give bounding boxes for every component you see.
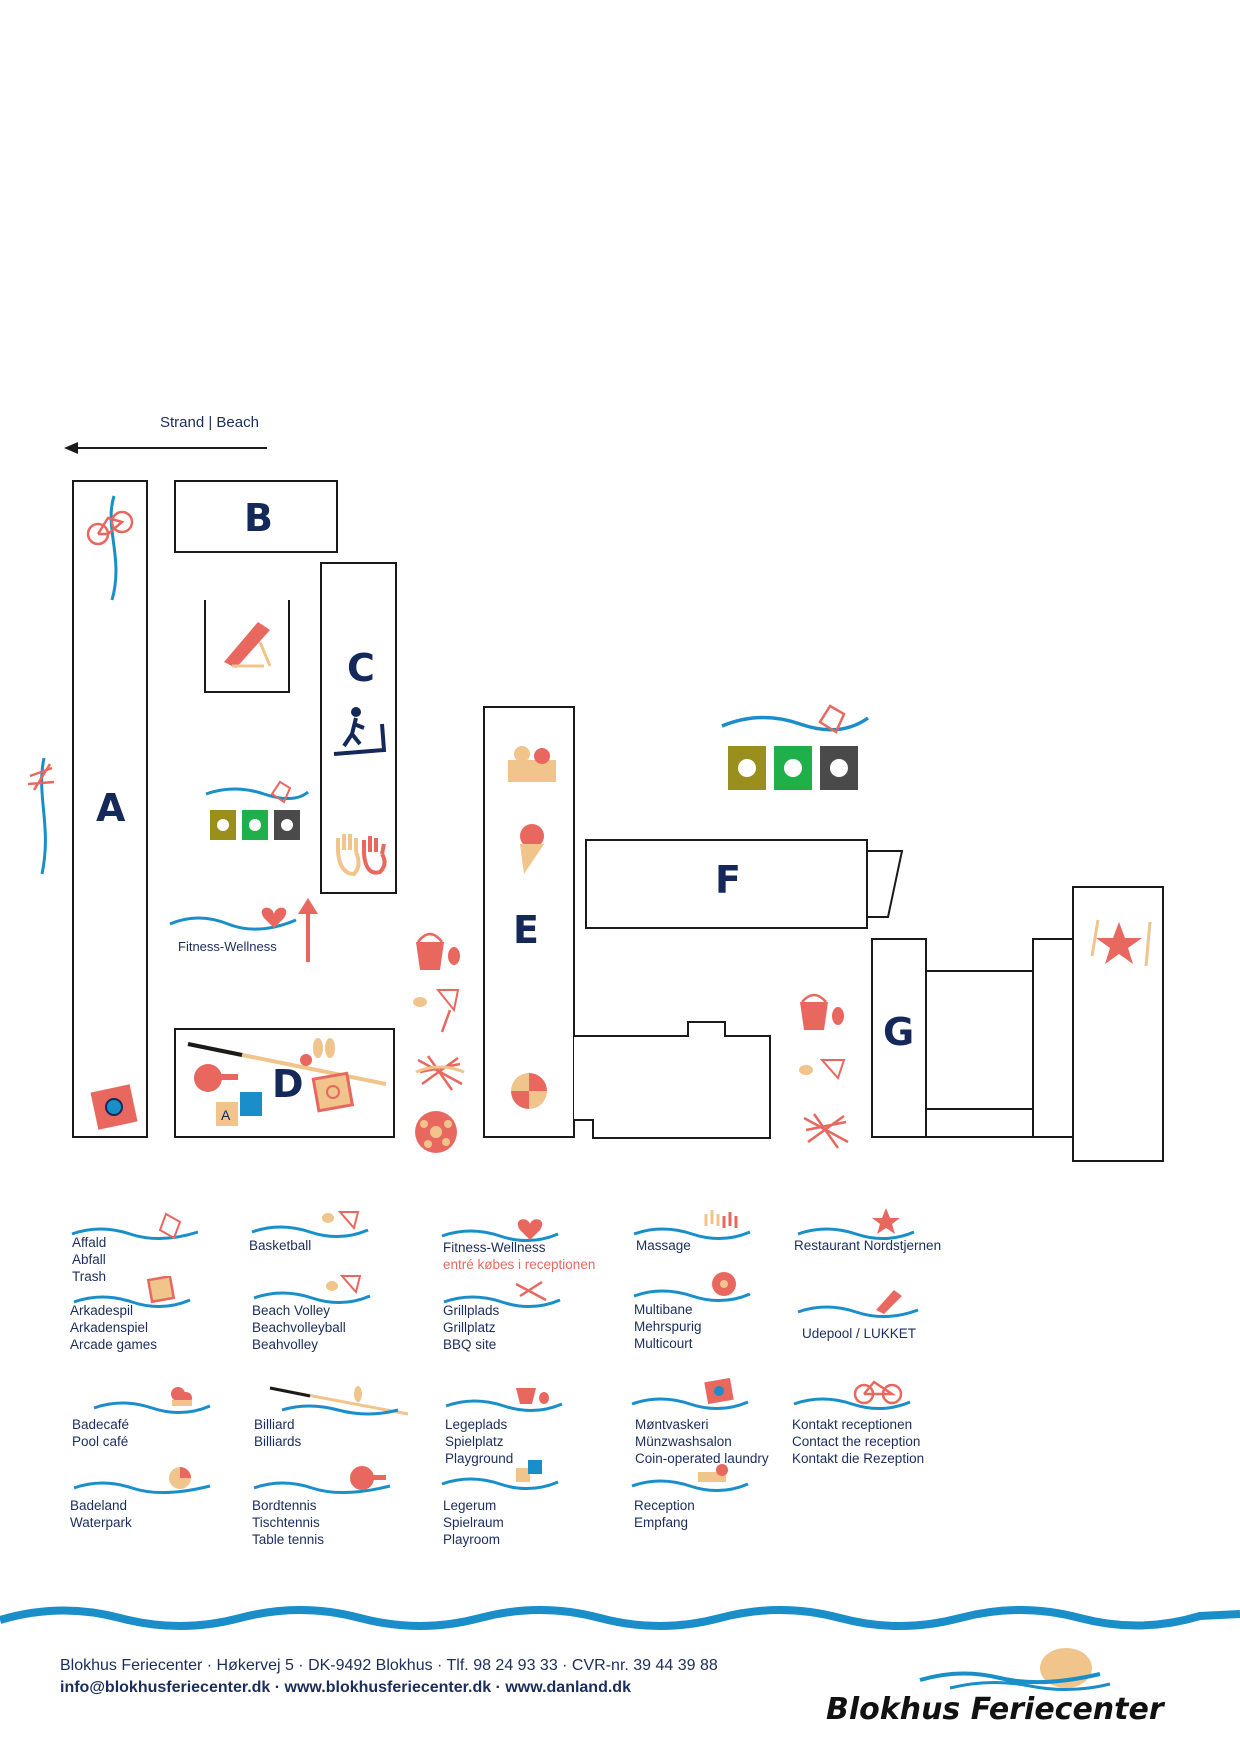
bbq-legend-icon [443, 1280, 561, 1308]
footer-wave [0, 1606, 1240, 1630]
ice-cream-icon [520, 824, 544, 874]
treadmill-icon [333, 707, 387, 756]
outdoor-pool-legend-icon [797, 1290, 919, 1319]
fitness-arrow-icon [298, 898, 318, 962]
pool-cafe-legend-icon [93, 1387, 211, 1414]
legend-fitness: Fitness-Wellness entré købes i reception… [443, 1240, 596, 1272]
beach-arrow-icon [64, 442, 267, 454]
building-d-label: D [272, 1062, 304, 1106]
bbq-icon [415, 1055, 465, 1091]
waterpark-building[interactable] [573, 1018, 773, 1140]
billiards-legend-icon [269, 1386, 409, 1416]
table-tennis-legend-icon [253, 1466, 391, 1495]
billiards-icon [187, 1038, 387, 1092]
building-g-east [1032, 938, 1074, 1138]
multicourt-legend-icon [633, 1272, 751, 1302]
restaurant-legend-icon [797, 1208, 915, 1240]
trash-legend-icon [71, 1212, 199, 1241]
legend-massage: Massage [636, 1238, 691, 1253]
blocks-icon: A [216, 1092, 262, 1126]
trash-bins-large-icon [721, 704, 870, 790]
building-a[interactable] [72, 480, 148, 1138]
building-b-label: B [244, 496, 273, 540]
building-e-label: E [513, 908, 539, 952]
svg-text:A: A [221, 1107, 231, 1123]
building-a-label: A [96, 786, 126, 830]
trash-bins-icon [205, 780, 309, 840]
basketball-legend-icon [251, 1211, 369, 1238]
building-g-middle [925, 970, 1034, 1110]
arcade-d-icon [311, 1071, 355, 1113]
deck-chair-icon [224, 622, 272, 668]
beach-volley-legend-icon [253, 1275, 371, 1304]
massage-icon [336, 834, 387, 877]
multicourt-ball-icon [415, 1111, 457, 1153]
beach-label: Strand | Beach [160, 414, 259, 431]
legend-outdoor-pool: Udepool / LUKKET [802, 1326, 917, 1341]
beach-volley-icon [413, 989, 460, 1033]
bucket-icon [416, 932, 460, 970]
bucket-g-icon [800, 993, 844, 1030]
bicycle-icon [86, 495, 134, 601]
river-icon [27, 757, 55, 875]
pool-enclosure [204, 600, 290, 693]
playroom-legend-icon [441, 1460, 559, 1490]
building-c-label: C [347, 646, 375, 690]
waterpark-legend-icon [73, 1467, 211, 1495]
beach-volley-g-icon [799, 1059, 846, 1080]
building-f[interactable] [585, 839, 868, 929]
fitness-legend-icon [441, 1219, 559, 1242]
logo-icon [919, 1648, 1111, 1692]
beach-ball-icon [511, 1073, 547, 1109]
massage-legend-icon [633, 1210, 751, 1240]
restaurant-star-icon [1090, 919, 1152, 967]
building-b[interactable] [174, 480, 338, 553]
logo-text: Blokhus Feriecenter [826, 1692, 1164, 1727]
footer-web[interactable]: info@blokhusferiecenter.dk · www.blokhus… [60, 1679, 631, 1696]
arcade-legend-icon [73, 1276, 191, 1308]
laundry-legend-icon [631, 1378, 749, 1410]
building-f-annex [866, 850, 904, 918]
building-g-lower [925, 1108, 1034, 1138]
legend-restaurant: Restaurant Nordstjernen [794, 1238, 942, 1253]
footer-address: Blokhus Feriecenter · Høkervej 5 · DK-94… [60, 1657, 718, 1674]
building-g-label: G [883, 1010, 915, 1054]
legend-basketball: Basketball [249, 1238, 312, 1253]
pool-cafe-icon [508, 746, 556, 782]
playground-legend-icon [445, 1388, 563, 1412]
fitness-wave-icon [169, 907, 297, 931]
reception-legend-icon [631, 1464, 749, 1492]
bicycle-legend-icon [793, 1380, 911, 1410]
bbq-g-icon [803, 1113, 849, 1149]
building-g[interactable] [871, 938, 927, 1138]
building-f-label: F [715, 858, 741, 902]
fitness-label: Fitness-Wellness [178, 939, 277, 954]
arcade-icon [90, 1084, 138, 1130]
